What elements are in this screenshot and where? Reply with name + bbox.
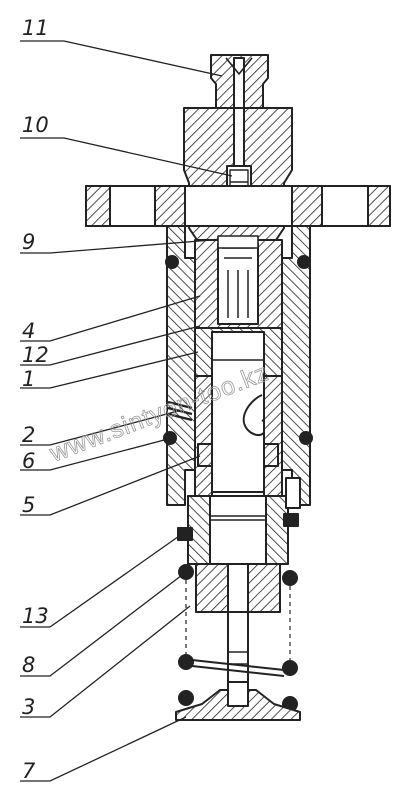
label-11: 11 (22, 16, 49, 40)
part-13-pin (177, 477, 301, 541)
label-10: 10 (22, 113, 49, 137)
label-7: 7 (22, 759, 36, 783)
label-3: 3 (22, 695, 35, 719)
part-11-fitting (210, 54, 269, 109)
part-8-spring-plate (178, 563, 298, 613)
label-4: 4 (22, 319, 35, 343)
label-2: 2 (22, 423, 35, 447)
part-12-sleeve (194, 327, 283, 497)
label-5: 5 (22, 493, 35, 517)
part-5-barrel (187, 495, 289, 565)
part-7-cup (175, 681, 301, 721)
leader-lines (20, 40, 233, 782)
part-4-plunger-head (194, 235, 283, 329)
label-12: 12 (22, 343, 49, 367)
label-9: 9 (22, 230, 35, 254)
part-2-spring (167, 400, 193, 422)
part-6-seal (163, 255, 313, 467)
part-flange (85, 185, 391, 227)
label-8: 8 (22, 653, 35, 677)
label-6: 6 (22, 449, 35, 473)
label-13: 13 (22, 604, 49, 628)
part-labels: 11 10 9 4 12 1 2 6 5 13 8 3 7 (22, 16, 49, 783)
label-1: 1 (22, 367, 35, 391)
